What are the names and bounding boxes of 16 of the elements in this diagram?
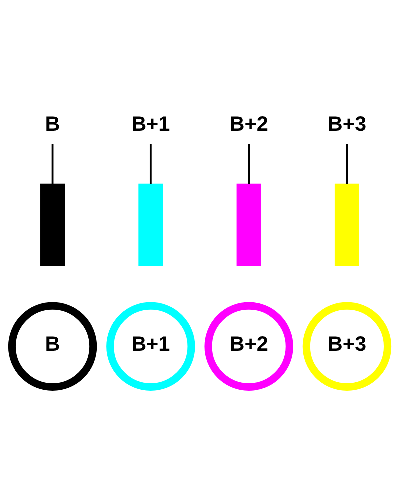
connector [248,144,250,184]
connector [52,144,54,184]
connector [346,144,348,184]
node-bar [334,184,360,266]
node-circle: B [8,302,98,391]
node-text: B+2 [230,113,268,136]
node-circle: B+2 [204,302,294,391]
node-circle: B+1 [106,302,196,391]
node-bar [138,184,164,266]
node-text: B+1 [132,113,170,136]
node-text: B [45,113,60,136]
node-bar [236,184,262,266]
node-circle: B+3 [302,302,392,391]
node-bar [40,184,66,266]
node-text: B+3 [328,113,367,136]
connector [150,144,152,184]
